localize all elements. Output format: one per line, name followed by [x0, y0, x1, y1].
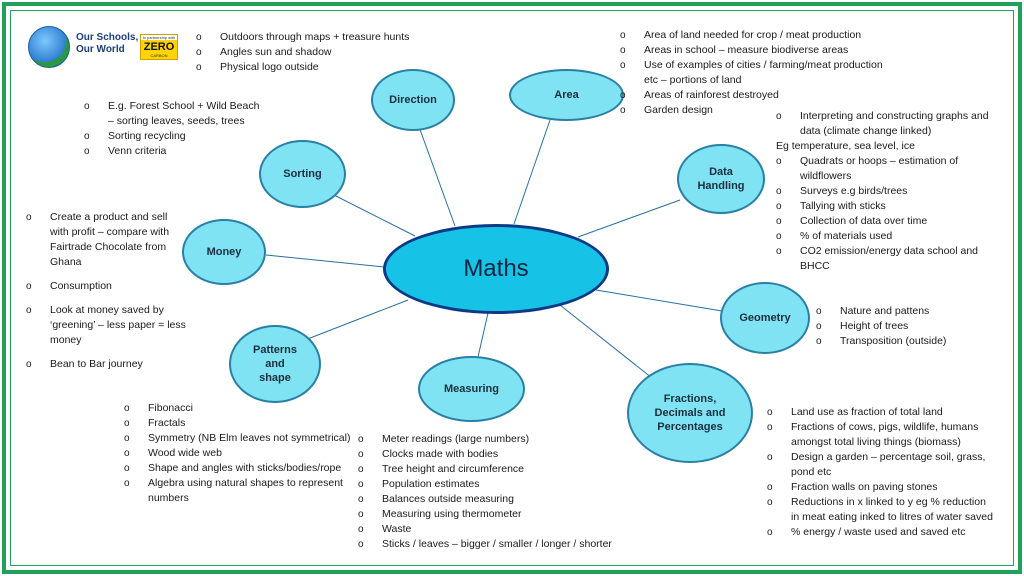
list-item: Meter readings (large numbers)	[358, 432, 626, 447]
list-item: Height of trees	[816, 319, 996, 334]
list-item-plain: Eg temperature, sea level, ice	[776, 140, 915, 152]
list-item: Surveys e.g birds/trees	[776, 184, 1006, 199]
inner-border	[10, 10, 1014, 566]
list-item: Venn criteria	[84, 144, 264, 159]
list-item: Bean to Bar journey	[26, 357, 186, 372]
list-item: Land use as fraction of total land	[767, 405, 997, 420]
list-item: Sorting recycling	[84, 129, 264, 144]
list-item: Population estimates	[358, 477, 626, 492]
list-item: Nature and pattens	[816, 304, 996, 319]
list-item: E.g. Forest School + Wild Beach – sortin…	[84, 99, 264, 129]
connector-patterns	[304, 299, 409, 341]
node-fractions-decimals-percentages: Fractions, Decimals and Percentages	[627, 363, 753, 463]
list-item: Fractals	[124, 416, 360, 431]
notes-data-handling: Interpreting and constructing graphs and…	[776, 109, 1006, 274]
list-item: % energy / waste used and saved etc	[767, 525, 997, 540]
list-item: Create a product and sell with profit – …	[26, 210, 186, 270]
list-item: Fibonacci	[124, 401, 360, 416]
list-item: Outdoors through maps + treasure hunts	[196, 30, 436, 45]
notes-fractions: Land use as fraction of total land Fract…	[767, 405, 997, 540]
list-item: Areas in school – measure biodiverse are…	[620, 43, 898, 58]
list-item: Area of land needed for crop / meat prod…	[620, 28, 898, 43]
list-item: Algebra using natural shapes to represen…	[124, 476, 360, 506]
list-item: Design a garden – percentage soil, grass…	[767, 450, 997, 480]
connector-direction	[417, 123, 456, 227]
badge-sub-text: CARBON	[150, 53, 168, 58]
badge-text: ZERO	[143, 41, 175, 53]
node-maths: Maths	[383, 224, 609, 314]
connector-fractions	[559, 304, 653, 379]
notes-measuring: Meter readings (large numbers) Clocks ma…	[358, 432, 626, 552]
node-measuring: Measuring	[418, 356, 525, 422]
connector-area	[513, 119, 551, 225]
notes-area: Area of land needed for crop / meat prod…	[620, 28, 898, 118]
list-item: Fraction walls on paving stones	[767, 480, 997, 495]
node-area: Area	[509, 69, 624, 121]
logo-name: Our Schools, Our World	[76, 32, 139, 55]
node-sorting: Sorting	[259, 140, 346, 208]
list-item: Sticks / leaves – bigger / smaller / lon…	[358, 537, 626, 552]
notes-patterns-and-shape: Fibonacci Fractals Symmetry (NB Elm leav…	[124, 401, 360, 506]
connector-sorting	[327, 191, 416, 237]
list-item: Transposition (outside)	[816, 334, 996, 349]
list-item: Waste	[358, 522, 626, 537]
list-item: Balances outside measuring	[358, 492, 626, 507]
list-item: Tree height and circumference	[358, 462, 626, 477]
list-item: Wood wide web	[124, 446, 360, 461]
list-item: Collection of data over time	[776, 214, 1006, 229]
globe-icon	[28, 26, 70, 68]
logo: Our Schools, Our World in partnership wi…	[28, 26, 178, 68]
list-item: Areas of rainforest destroyed	[620, 88, 898, 103]
list-item: Consumption	[26, 279, 186, 294]
connector-data-handling	[577, 199, 681, 238]
list-item: Tallying with sticks	[776, 199, 1006, 214]
list-item: Interpreting and constructing graphs and…	[776, 109, 1006, 139]
connector-geometry	[595, 289, 723, 312]
list-item: Look at money saved by ‘greening’ – less…	[26, 303, 186, 348]
list-item: Measuring using thermometer	[358, 507, 626, 522]
list-item: % of materials used	[776, 229, 1006, 244]
list-item: Clocks made with bodies	[358, 447, 626, 462]
list-item: Shape and angles with sticks/bodies/rope	[124, 461, 360, 476]
list-item: Use of examples of cities / farming/meat…	[620, 58, 898, 88]
notes-geometry: Nature and pattens Height of trees Trans…	[816, 304, 996, 349]
node-geometry: Geometry	[720, 282, 810, 354]
notes-direction: Outdoors through maps + treasure hunts A…	[196, 30, 436, 75]
node-data-handling: Data Handling	[677, 144, 765, 214]
list-item: Fractions of cows, pigs, wildlife, human…	[767, 420, 997, 450]
list-item: Angles sun and shadow	[196, 45, 436, 60]
zero-carbon-badge: in partnership with ZERO CARBON	[140, 34, 178, 60]
list-item: Quadrats or hoops – estimation of wildfl…	[776, 154, 1006, 184]
connector-measuring	[477, 312, 489, 358]
list-item: Reductions in x linked to y eg % reducti…	[767, 495, 997, 525]
list-item: Physical logo outside	[196, 60, 436, 75]
node-money: Money	[182, 219, 266, 285]
list-item: Garden design	[620, 103, 898, 118]
badge-small-text: in partnership with	[141, 35, 177, 40]
node-patterns-and-shape: Patterns and shape	[229, 325, 321, 403]
notes-sorting: E.g. Forest School + Wild Beach – sortin…	[84, 99, 264, 159]
list-item: Symmetry (NB Elm leaves not symmetrical)	[124, 431, 360, 446]
node-direction: Direction	[371, 69, 455, 131]
list-item: CO2 emission/energy data school and BHCC	[776, 244, 1006, 274]
connector-money	[265, 254, 385, 268]
notes-money: Create a product and sell with profit – …	[26, 210, 186, 372]
